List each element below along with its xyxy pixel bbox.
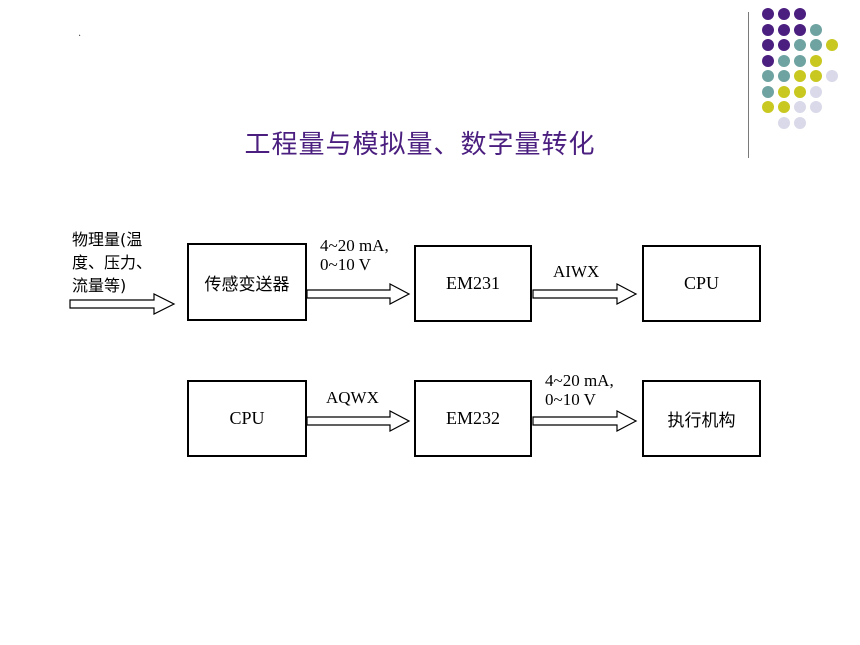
- decor-dot: [762, 101, 774, 113]
- aqwx-label: AQWX: [326, 388, 379, 407]
- cpu-to-em232-arrow: [306, 410, 411, 432]
- sensor-transmitter-box: 传感变送器: [187, 243, 307, 321]
- decor-dot: [794, 101, 806, 113]
- decor-dot: [778, 116, 790, 129]
- decor-dot: [810, 85, 822, 98]
- decorative-dot-grid: [762, 8, 852, 138]
- em232-box: EM232: [414, 380, 532, 457]
- row1-signal-label: 4~20 mA, 0~10 V: [320, 236, 389, 274]
- decor-dot: [826, 70, 838, 82]
- decor-dot: [810, 101, 822, 113]
- decor-dot: [794, 8, 806, 20]
- decor-dot: [762, 8, 774, 20]
- decor-dot: [762, 70, 774, 82]
- decor-dot: [778, 54, 790, 67]
- decor-dot: [810, 54, 822, 67]
- cpu-box-row1: CPU: [642, 245, 761, 322]
- em232-to-actuator-arrow: [532, 410, 638, 432]
- actuator-box: 执行机构: [642, 380, 761, 457]
- decor-dot: [794, 85, 806, 98]
- corner-dot: .: [78, 28, 82, 39]
- decor-dot: [826, 39, 838, 51]
- aiwx-label: AIWX: [553, 262, 600, 281]
- decor-dot: [762, 39, 774, 51]
- row2-signal-label: 4~20 mA, 0~10 V: [545, 371, 614, 409]
- decor-dot: [778, 39, 790, 51]
- decor-dot: [762, 23, 774, 36]
- decor-dot: [794, 39, 806, 51]
- decor-dot: [810, 70, 822, 82]
- decor-dot: [794, 70, 806, 82]
- physical-quantity-label: 物理量(温 度、压力、 流量等): [72, 230, 153, 295]
- input-arrow: [69, 293, 176, 315]
- decor-dot: [778, 70, 790, 82]
- em231-box: EM231: [414, 245, 532, 322]
- em231-to-cpu-arrow: [532, 283, 638, 305]
- cpu-box-row2: CPU: [187, 380, 307, 457]
- decor-dot: [794, 23, 806, 36]
- decor-dot: [810, 39, 822, 51]
- decor-dot: [778, 85, 790, 98]
- decor-dot: [778, 23, 790, 36]
- sensor-to-em231-arrow: [306, 283, 411, 305]
- decor-dot: [762, 54, 774, 67]
- slide-title: 工程量与模拟量、数字量转化: [244, 130, 596, 160]
- decor-dot: [778, 8, 790, 20]
- divider-line: [748, 12, 749, 158]
- decor-dot: [794, 116, 806, 129]
- decor-dot: [778, 101, 790, 113]
- decor-dot: [762, 85, 774, 98]
- decor-dot: [810, 23, 822, 36]
- decor-dot: [794, 54, 806, 67]
